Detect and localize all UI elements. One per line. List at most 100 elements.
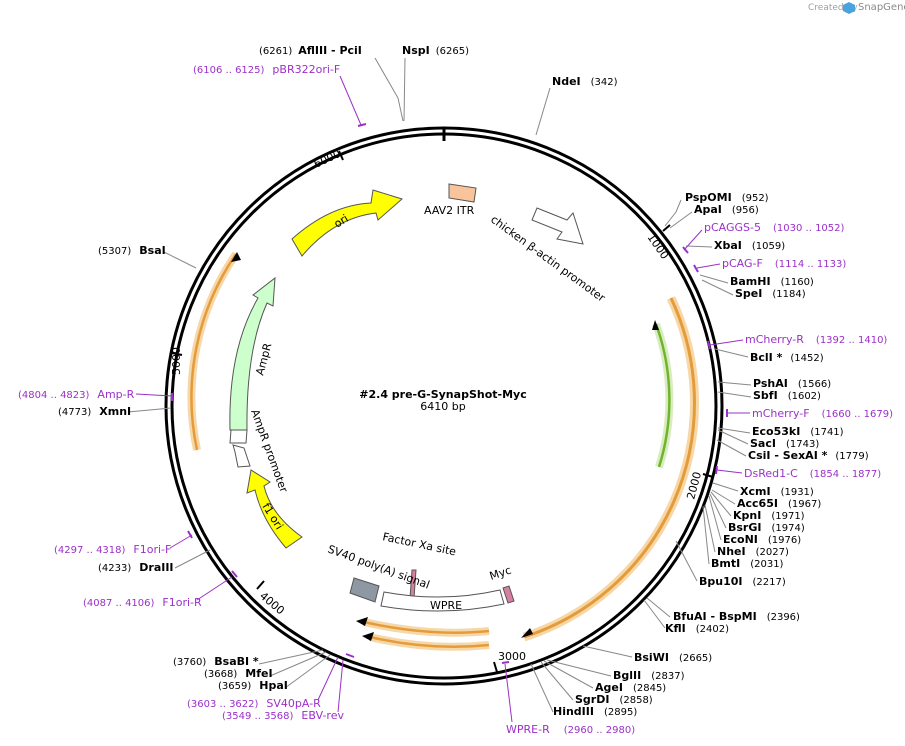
site-name-csii: CsiI [748,449,770,462]
primer-label-f1ori-r[interactable]: (4087 .. 4106)F1ori-R [83,596,202,609]
leader-xcmi [712,482,739,492]
site-name-nhei: NheI [717,545,746,558]
site-label-bpu10i[interactable]: Bpu10I(2217) [699,575,786,588]
tick-label-4000: 4000 [257,589,287,617]
primer-label-f1ori-f[interactable]: (4297 .. 4318)F1ori-F [54,543,171,556]
site-pos-ndei: (342) [591,77,618,88]
site-label-econi[interactable]: EcoNI(1976) [723,533,801,546]
site-label-draiii[interactable]: (4233)DraIII [98,561,174,574]
site-pos-bpu10i: (2217) [753,577,786,588]
site-label-csii[interactable]: CsiI - SexAI *(1779) [748,449,869,462]
feature-ampr[interactable] [229,276,276,431]
site-name-saci: SacI [750,437,776,450]
site-label-sgrdi[interactable]: SgrDI(2858) [575,693,653,706]
site-label-xcmi[interactable]: XcmI(1931) [740,485,814,498]
f1-ori-arrow [246,469,303,549]
site-label-acc65i[interactable]: Acc65I(1967) [737,497,821,510]
site-label-bsai[interactable]: (5307)BsaI [98,244,166,257]
feature-wpre[interactable] [380,589,505,612]
tick-label-6000: 6000 [312,147,343,171]
site-label-bfuai[interactable]: BfuAI - BspMI(2396) [673,610,800,623]
tick-label-3000: 3000 [498,650,526,663]
site-name-bamhi: BamHI [730,275,771,288]
leader-kpni [710,491,732,517]
feature-ori[interactable] [291,189,404,257]
site-label-bcli[interactable]: BclI *(1452) [750,351,824,364]
site-label-agei[interactable]: AgeI(2845) [595,681,666,694]
site-name-apai: ApaI [694,203,722,216]
leader-xmni [127,407,172,413]
site-label-apai[interactable]: ApaI (956) [694,203,759,216]
leader-bsabi [258,649,324,665]
primer-label-sv40pa-r[interactable]: (3603 .. 3622)SV40pA-R [187,697,321,710]
site-label-ndei[interactable]: NdeI(342) [552,75,618,88]
site-label-eco53ki[interactable]: Eco53kI(1741) [752,425,844,438]
primer-label-amp-r[interactable]: (4804 .. 4823)Amp-R [18,388,135,401]
site-label-mfei[interactable]: (3668)MfeI [204,667,273,680]
leader-bsrgi [709,493,727,529]
primer-label-mcherry-f[interactable]: mCherry-F(1660 .. 1679) [752,407,893,420]
tick-mark-4000 [256,580,265,590]
site-label-hindiii[interactable]: HindIII(2895) [553,705,637,718]
primer-label-ebv-rev[interactable]: (3549 .. 3568)EBV-rev [222,709,344,722]
site-name-hindiii: HindIII [553,705,594,718]
site-label-bamhi[interactable]: BamHI(1160) [730,275,814,288]
primer-label-wpre-r[interactable]: WPRE-R(2960 .. 2980) [506,723,635,736]
tick-mark-5000 [171,352,183,356]
site-label-bmti[interactable]: BmtI(2031) [711,557,784,570]
site-label-bsiwi[interactable]: BsiWI(2665) [634,651,712,664]
leader-mfei [269,651,327,677]
site-label-bsabi[interactable]: (3760)BsaBI * [173,655,259,668]
feature-myc[interactable] [502,585,515,604]
site-label-nhei[interactable]: NheI(2027) [717,545,789,558]
site-label-xmni[interactable]: (4773)XmnI [58,405,131,418]
site-label-pspomi[interactable]: PspOMI(952) [685,191,769,204]
site-name-hpai: HpaI [259,679,288,692]
orf-arc-left-arrow [231,252,241,262]
tick-mark-6000 [338,150,344,161]
site-label-hpai[interactable]: (3659)HpaI [218,679,288,692]
feature-sv40-polya-signal[interactable] [349,577,380,603]
feature-f1-ori[interactable] [246,469,303,549]
primer-label-pcag-f[interactable]: pCAG-F(1114 .. 1133) [722,257,846,270]
site-pos-bsai: (5307) [98,246,131,257]
feature-aav2-itr[interactable] [448,183,477,203]
leader-csii [716,439,747,457]
feature-ampr-promoter[interactable] [229,429,251,468]
primer-name-mcherry-f: mCherry-F [752,407,810,420]
site-name-bsabi: BsaBI * [214,655,259,668]
site-label-bglii[interactable]: BglII(2837) [613,669,685,682]
site-label-spei[interactable]: SpeI(1184) [735,287,806,300]
site-name-eco53ki: Eco53kI [752,425,800,438]
site-pos-csii: (1779) [835,451,868,462]
site-label-saci[interactable]: SacI(1743) [750,437,819,450]
site-pos-bfuai: (2396) [767,612,800,623]
primer-leader-sv40pa-r [317,656,339,701]
site-label-nspi[interactable]: NspI(6265) [402,44,469,57]
site-label-sbfi[interactable]: SbfI(1602) [753,389,821,402]
leader-bsiwi [582,645,633,658]
primer-label-pcaggs-5[interactable]: pCAGGS-5(1030 .. 1052) [704,221,845,234]
site-pos-bmti: (2031) [750,559,783,570]
primer-name-mcherry-r: mCherry-R [745,333,804,346]
primer-label-mcherry-r[interactable]: mCherry-R(1392 .. 1410) [745,333,887,346]
site-label-kpni[interactable]: KpnI(1971) [733,509,805,522]
primer-leader-pcaggs-5 [683,229,703,251]
tick-mark-1000 [662,224,671,232]
site-label-pshai[interactable]: PshAI(1566) [753,377,831,390]
primer-label-dsred1-c[interactable]: DsRed1-C(1854 .. 1877) [744,467,881,480]
leader-hindiii [530,663,554,713]
site-label-bsrgi[interactable]: BsrGI(1974) [728,521,805,534]
site-pos-apai: (956) [732,205,759,216]
primer-range-ebv-rev: (3549 .. 3568) [222,711,294,722]
leader-bglii [546,659,612,677]
site-label-kfli[interactable]: KflI(2402) [665,622,729,635]
myc-shape [502,585,515,604]
primer-label-pbr322ori-f[interactable]: (6106 .. 6125)pBR322ori-F [193,63,340,76]
site-label-afliii[interactable]: (6261)AflIII - PciI [259,44,362,57]
site-label-xbai[interactable]: XbaI(1059) [714,239,785,252]
primer-leader-mcherry-r [709,339,744,346]
primer-name-sv40pa-r: SV40pA-R [266,697,321,710]
primer-leader-wpre-r [504,663,513,723]
feature-chicken-beta-actin-promoter[interactable] [531,207,584,245]
